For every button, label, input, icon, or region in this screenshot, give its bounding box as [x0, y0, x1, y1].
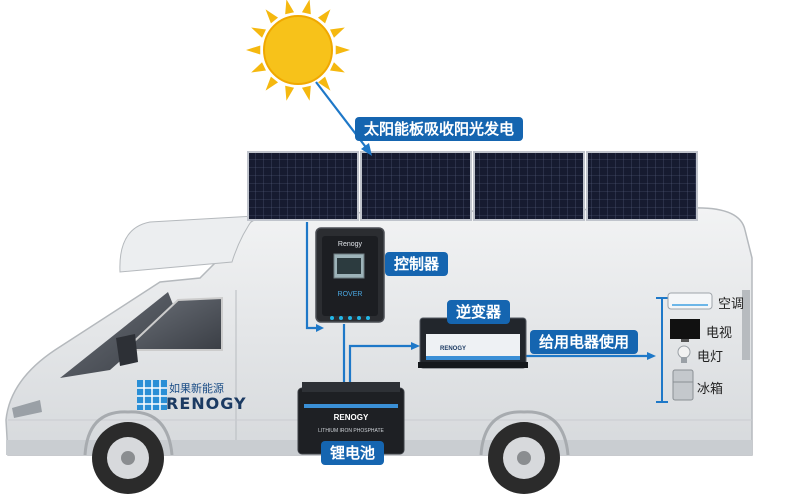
- controller-logo-text: Renogy: [338, 241, 363, 248]
- controller-model-text: ROVER: [338, 291, 363, 298]
- controller-label: 控制器: [385, 252, 449, 276]
- appliance-bracket: [656, 297, 668, 403]
- brand-name-cn: 如果新能源: [169, 382, 224, 395]
- sun-ray: [246, 45, 261, 55]
- lithium-battery: [297, 382, 405, 455]
- sun-ray: [285, 85, 295, 101]
- sun-absorb-label: 太阳能板吸收阳光发电: [355, 117, 524, 141]
- appliance-label-fridge: 冰箱: [697, 382, 724, 397]
- lightbulb-icon: [677, 345, 691, 363]
- inverter-label: 逆变器: [447, 300, 511, 324]
- sun-ray: [251, 27, 266, 38]
- battery-type-text: LITHIUM IRON PHOSPHATE: [318, 428, 384, 434]
- rv-body: [5, 207, 753, 494]
- sun-ray: [301, 0, 311, 15]
- sun-ray: [330, 27, 345, 38]
- fridge-icon: [672, 369, 694, 401]
- sun-ray: [317, 9, 331, 24]
- appliance-label-light: 电灯: [697, 350, 724, 365]
- renogy-logo-icon: [137, 380, 167, 410]
- supply-label: 给用电器使用: [530, 330, 639, 354]
- sun-ray: [265, 76, 279, 91]
- battery-logo-text: RENOGY: [334, 413, 369, 422]
- sun-ray: [335, 45, 350, 55]
- battery-label: 锂电池: [321, 441, 385, 465]
- sun-icon: [246, 0, 350, 101]
- inverter-logo-text: RENOGY: [440, 346, 466, 352]
- sun-ray: [265, 9, 279, 24]
- tv-icon: [670, 319, 700, 342]
- brand-name-en: RENOGY: [166, 394, 247, 413]
- sun-ray: [317, 76, 331, 91]
- sun-ray: [330, 62, 345, 73]
- sun-ray: [301, 85, 311, 101]
- appliance-label-tv: 电视: [706, 326, 733, 341]
- sun-ray: [285, 0, 295, 15]
- air-conditioner-icon: [667, 292, 713, 310]
- appliance-label-ac: 空调: [718, 297, 745, 312]
- solar-panels: [247, 151, 698, 221]
- inverter: [418, 317, 528, 369]
- sun-ray: [251, 62, 266, 73]
- charge-controller: [315, 227, 385, 323]
